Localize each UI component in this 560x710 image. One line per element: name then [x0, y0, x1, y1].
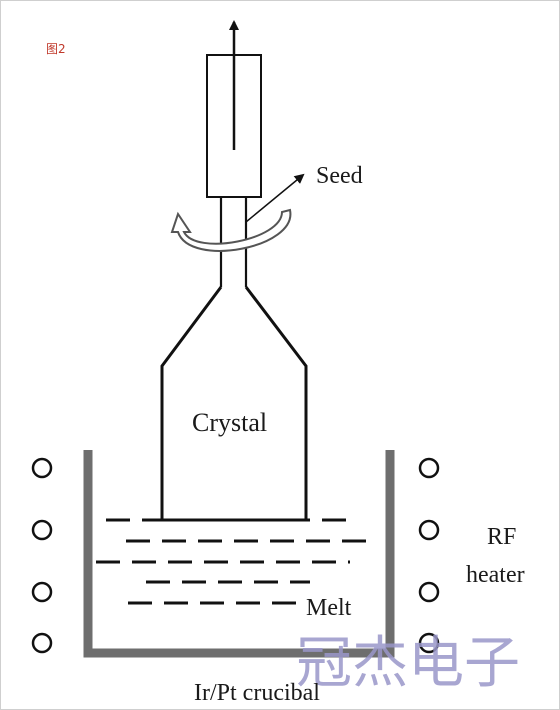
- crucible: [83, 450, 395, 658]
- watermark: 冠杰电子: [296, 631, 520, 696]
- crucible-label: Ir/Pt crucibal: [194, 680, 320, 706]
- heater-label: heater: [466, 562, 525, 588]
- crystal-label: Crystal: [192, 408, 267, 437]
- seed-pointer-arrow: [245, 173, 305, 223]
- seed-label: Seed: [316, 163, 363, 189]
- rf-coils-right: [418, 457, 440, 654]
- melt-surface: [96, 518, 376, 605]
- figure-label: 图2: [46, 42, 66, 56]
- crystal-outline: [160, 286, 308, 522]
- rf-coils-left: [31, 457, 53, 654]
- melt-label: Melt: [306, 595, 352, 621]
- rf-label: RF: [487, 524, 516, 550]
- rotation-arrow: [170, 208, 292, 252]
